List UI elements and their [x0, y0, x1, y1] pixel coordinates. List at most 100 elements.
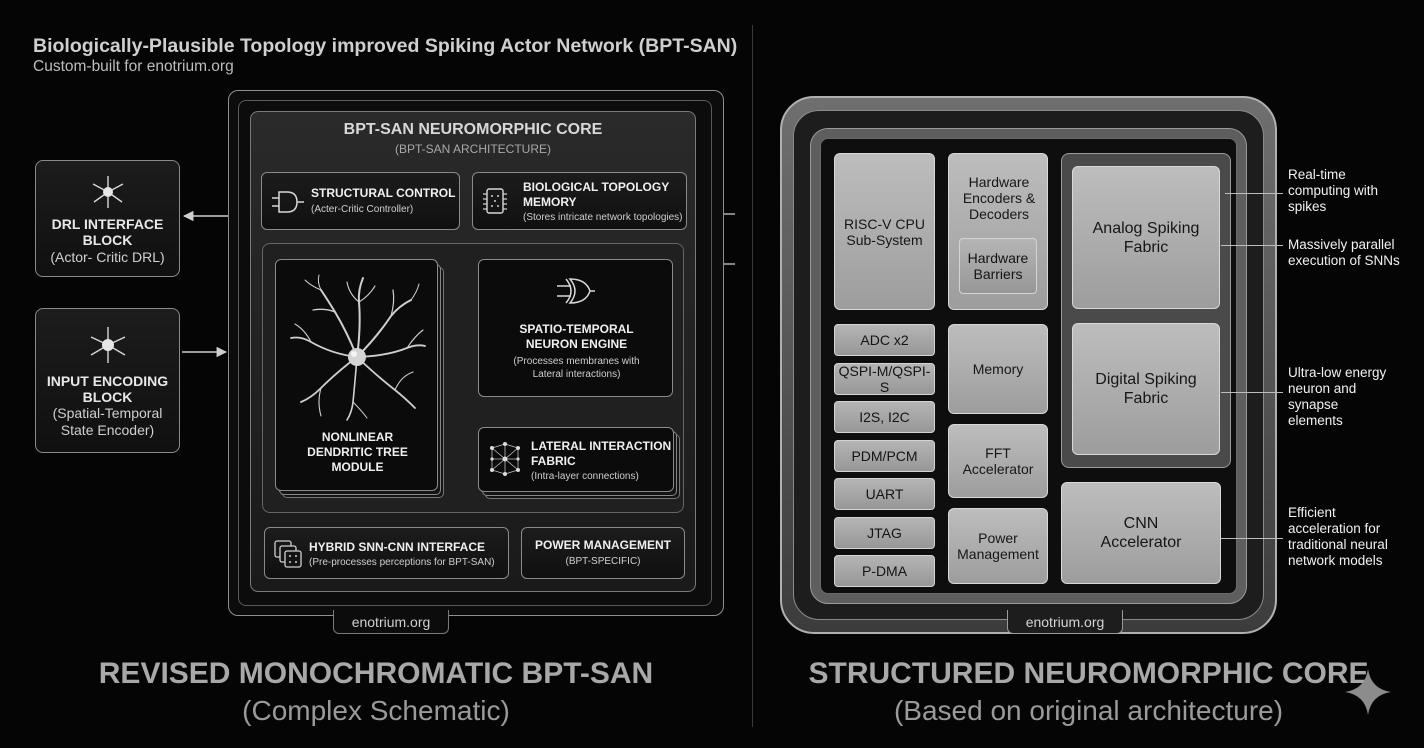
cpu-line2: Sub-System [846, 231, 923, 248]
cnn-accelerator-block: CNN Accelerator [1061, 482, 1221, 584]
input-title-line1: INPUT ENCODING [46, 372, 169, 389]
annotation-text: Efficient [1288, 505, 1336, 520]
left-caption-line1: REVISED MONOCHROMATIC BPT-SAN [98, 657, 654, 690]
annotation-efficient: Efficient acceleration for traditional n… [1288, 505, 1388, 569]
annotation-text: synapse [1288, 397, 1339, 412]
peripheral-i2s: I2S, I2C [834, 401, 935, 433]
power-management-block: Power Management [948, 508, 1048, 584]
digital-spiking-fabric: Digital Spiking Fabric [1072, 323, 1220, 455]
annot-line-3 [1221, 392, 1283, 393]
power-management-box: POWER MANAGEMENT (BPT-SPECIFIC) [521, 527, 685, 579]
input-encoding-block: INPUT ENCODING BLOCK (Spatial-Temporal S… [35, 308, 180, 453]
engine-subtitle-line1: (Processes membranes with [513, 356, 640, 367]
annotation-text: elements [1288, 413, 1343, 428]
core-inner-frame [238, 100, 712, 606]
annot-line-1 [1225, 193, 1283, 194]
lateral-subtitle: (Intra-layer connections) [531, 471, 639, 482]
xor-gate-icon [557, 278, 595, 304]
fft-line1: FFT [985, 445, 1011, 461]
engine-title-line1: SPATIO-TEMPORAL [519, 322, 634, 336]
digital-line2: Fabric [1123, 390, 1169, 407]
encoders-line1: Hardware [968, 174, 1030, 190]
diagram-title: Biologically-Plausible Topology improved… [33, 35, 738, 57]
structural-title: STRUCTURAL CONTROL [311, 186, 456, 200]
panel-divider [752, 25, 753, 727]
memory-block: Memory [948, 324, 1048, 414]
annotation-text: Real-time [1288, 167, 1346, 182]
lateral-title-line2: FABRIC [531, 454, 576, 468]
peripheral-qspi: QSPI-M/QSPI-S [834, 363, 935, 395]
annotation-text: execution of SNNs [1288, 253, 1400, 268]
annotation-text: Massively parallel [1288, 237, 1395, 252]
annotation-realtime: Real-time computing with spikes [1288, 167, 1378, 215]
barriers-line2: Barriers [973, 266, 1023, 282]
input-subtitle-line1: (Spatial-Temporal [52, 404, 163, 421]
right-footer-text: enotrium.org [1025, 613, 1105, 630]
annotation-text: computing with [1288, 183, 1379, 198]
annotation-parallel: Massively parallel execution of SNNs [1288, 237, 1400, 269]
annotation-text: spikes [1288, 199, 1327, 214]
annotation-text: acceleration for [1288, 521, 1381, 536]
annotation-text: network models [1288, 553, 1383, 568]
annot-line-2 [1221, 245, 1283, 246]
drl-interface-block: DRL INTERFACE BLOCK (Actor- Critic DRL) [35, 160, 180, 277]
analog-line2: Fabric [1123, 238, 1169, 256]
chip-icon [483, 188, 507, 214]
hardware-barriers-block: Hardware Barriers [959, 238, 1037, 294]
dendritic-tree-module: NONLINEAR DENDRITIC TREE MODULE [275, 259, 438, 491]
dendritic-line3: MODULE [331, 460, 384, 474]
peripheral-adc: ADC x2 [834, 324, 935, 356]
engine-subtitle-line2: Lateral interactions) [532, 369, 621, 380]
bio-topology-memory-box: BIOLOGICAL TOPOLOGY MEMORY (Stores intri… [472, 172, 687, 230]
engine-title-line2: NEURON ENGINE [525, 337, 628, 351]
input-title-line2: BLOCK [82, 388, 133, 405]
core-subtitle: (BPT-SAN ARCHITECTURE) [394, 142, 551, 156]
peripheral-uart: UART [834, 478, 935, 510]
core-title: BPT-SAN NEUROMORPHIC CORE [343, 121, 603, 138]
peripheral-label: PDM/PCM [851, 448, 918, 464]
memory-label: Memory [972, 361, 1024, 377]
neuron-engine-box: SPATIO-TEMPORAL NEURON ENGINE (Processes… [478, 259, 673, 397]
barriers-line1: Hardware [967, 250, 1029, 266]
analog-spiking-fabric: Analog Spiking Fabric [1072, 166, 1220, 309]
right-caption-line1: STRUCTURED NEUROMORPHIC CORE [808, 657, 1369, 690]
bio-memory-title-line1: BIOLOGICAL TOPOLOGY [523, 180, 670, 194]
peripheral-jtag: JTAG [834, 517, 935, 549]
network-mesh-icon [490, 442, 520, 476]
risc-v-cpu-block: RISC-V CPU Sub-System [834, 153, 935, 310]
dendritic-line2: DENDRITIC TREE [307, 445, 408, 459]
right-caption-line2: (Based on original architecture) [893, 695, 1284, 726]
fft-accelerator-block: FFT Accelerator [948, 424, 1048, 498]
hardware-encoders-block: Hardware Encoders & Decoders Hardware Ba… [948, 153, 1048, 310]
bio-memory-subtitle: (Stores intricate network topologies) [523, 212, 683, 223]
digital-line1: Digital Spiking [1095, 371, 1197, 388]
peripheral-pdma: P-DMA [834, 555, 935, 587]
structural-control-box: STRUCTURAL CONTROL (Acter-Critic Control… [261, 172, 460, 230]
cnn-line2: Accelerator [1100, 534, 1182, 551]
lateral-fabric-box: LATERAL INTERACTION FABRIC (Intra-layer … [478, 427, 674, 492]
lateral-title-line1: LATERAL INTERACTION [531, 439, 672, 453]
left-footer-tag: enotrium.org [333, 610, 449, 634]
peripheral-label: P-DMA [861, 563, 908, 579]
annotation-text: neuron and [1288, 381, 1357, 396]
left-caption-line2: (Complex Schematic) [242, 695, 510, 726]
hybrid-interface-box: HYBRID SNN-CNN INTERFACE (Pre-processes … [264, 527, 509, 579]
dendritic-line1: NONLINEAR [321, 430, 394, 444]
cnn-line1: CNN [1123, 515, 1159, 532]
diagram-subtitle: Custom-built for enotrium.org [33, 58, 234, 75]
right-footer-tag: enotrium.org [1007, 610, 1123, 634]
peripheral-label: QSPI-M/QSPI-S [838, 363, 931, 395]
input-subtitle-line2: State Encoder) [60, 421, 155, 438]
left-footer-text: enotrium.org [351, 613, 431, 630]
encoders-line2: Encoders & [962, 190, 1036, 206]
peripheral-label: UART [865, 486, 904, 502]
peripheral-label: I2S, I2C [859, 409, 910, 425]
analog-line1: Analog Spiking [1092, 219, 1200, 237]
annot-line-4 [1221, 538, 1283, 539]
power-line2: Management [957, 546, 1039, 562]
annotation-text: traditional neural [1288, 537, 1388, 552]
power-title: POWER MANAGEMENT [535, 538, 671, 552]
encoders-line3: Decoders [969, 206, 1029, 222]
bio-memory-title-line2: MEMORY [523, 195, 577, 209]
sparkle-icon [1345, 669, 1391, 715]
